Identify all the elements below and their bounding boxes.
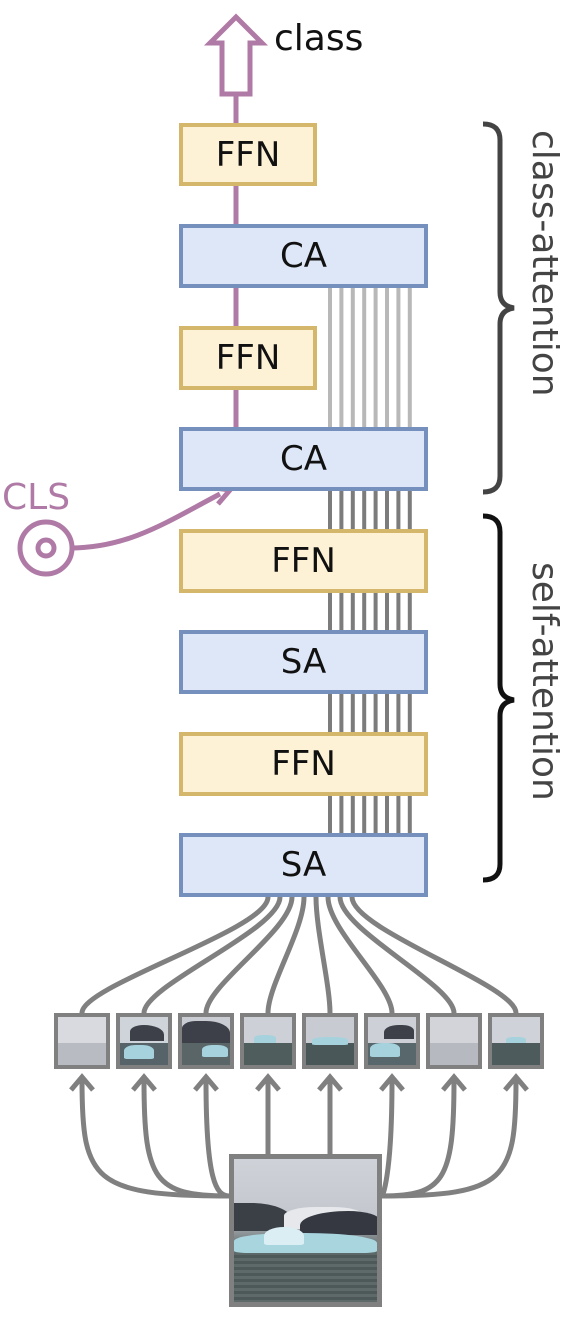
output-class-label: class xyxy=(274,18,364,59)
fan-in-line-3 xyxy=(203,894,295,1016)
ffn-block-class-attention-bottom: FFN xyxy=(179,326,317,390)
patch-token-lines-self-attention xyxy=(328,491,412,833)
split-arrow-2 xyxy=(141,1079,230,1199)
split-arrow-8 xyxy=(381,1079,519,1199)
cls-token-outer-ring xyxy=(17,519,75,577)
class-attention-bracket xyxy=(482,121,515,495)
output-arrow-icon xyxy=(203,13,269,97)
sa-block-bottom: SA xyxy=(179,833,428,897)
image-patch-7 xyxy=(426,1013,482,1069)
block-label: FFN xyxy=(215,338,281,378)
patch-token-lines-class-attention xyxy=(328,288,412,427)
cls-input-curve xyxy=(69,491,222,551)
split-arrowhead-7 xyxy=(441,1073,467,1092)
split-arrowhead-3 xyxy=(193,1073,219,1092)
ca-block-bottom: CA xyxy=(179,427,428,491)
image-patch-4 xyxy=(240,1013,296,1069)
ffn-block-class-attention-top: FFN xyxy=(179,123,317,186)
ffn-block-self-attention-bottom: FFN xyxy=(179,732,428,796)
split-arrow-1 xyxy=(79,1079,230,1199)
sa-block-top: SA xyxy=(179,630,428,694)
split-arrowhead-8 xyxy=(503,1073,529,1092)
class-attention-stage-label: class-attention xyxy=(524,130,565,397)
input-image xyxy=(229,1154,382,1307)
fan-in-line-1 xyxy=(79,894,271,1016)
cls-token-inner-ring xyxy=(35,537,57,559)
cls-token-label: CLS xyxy=(2,477,71,518)
split-arrow-3 xyxy=(203,1079,230,1199)
image-split-arrows xyxy=(69,1073,529,1199)
self-attention-stage-label: self-attention xyxy=(524,562,565,801)
block-label: SA xyxy=(280,642,327,682)
block-label: FFN xyxy=(271,541,336,581)
image-patch-8 xyxy=(488,1013,544,1069)
image-patch-5 xyxy=(302,1013,358,1069)
image-patch-6 xyxy=(364,1013,420,1069)
block-label: CA xyxy=(280,439,327,479)
fan-in-line-4 xyxy=(265,894,307,1016)
block-label: CA xyxy=(280,236,327,276)
split-arrowhead-6 xyxy=(379,1073,405,1092)
image-patch-2 xyxy=(116,1013,172,1069)
image-patch-3 xyxy=(178,1013,234,1069)
split-arrowhead-4 xyxy=(255,1073,281,1092)
split-arrowhead-1 xyxy=(69,1073,95,1092)
cls-token-icon xyxy=(17,519,75,577)
block-label: FFN xyxy=(215,134,281,175)
block-label: FFN xyxy=(271,744,336,784)
block-label: SA xyxy=(280,845,327,885)
image-patch-1 xyxy=(54,1013,110,1069)
self-attention-bracket xyxy=(482,513,515,883)
ca-block-top: CA xyxy=(179,224,428,288)
fan-in-line-8 xyxy=(349,894,519,1016)
fan-in-line-5 xyxy=(313,894,333,1016)
fan-in-line-7 xyxy=(337,894,457,1016)
patch-fan-in-lines xyxy=(79,894,519,1016)
split-arrowhead-5 xyxy=(317,1073,343,1092)
fan-in-line-2 xyxy=(141,894,283,1016)
split-arrowhead-2 xyxy=(131,1073,157,1092)
split-arrow-6 xyxy=(379,1079,395,1198)
ffn-block-self-attention-top: FFN xyxy=(179,529,428,593)
fan-in-line-6 xyxy=(325,894,395,1016)
